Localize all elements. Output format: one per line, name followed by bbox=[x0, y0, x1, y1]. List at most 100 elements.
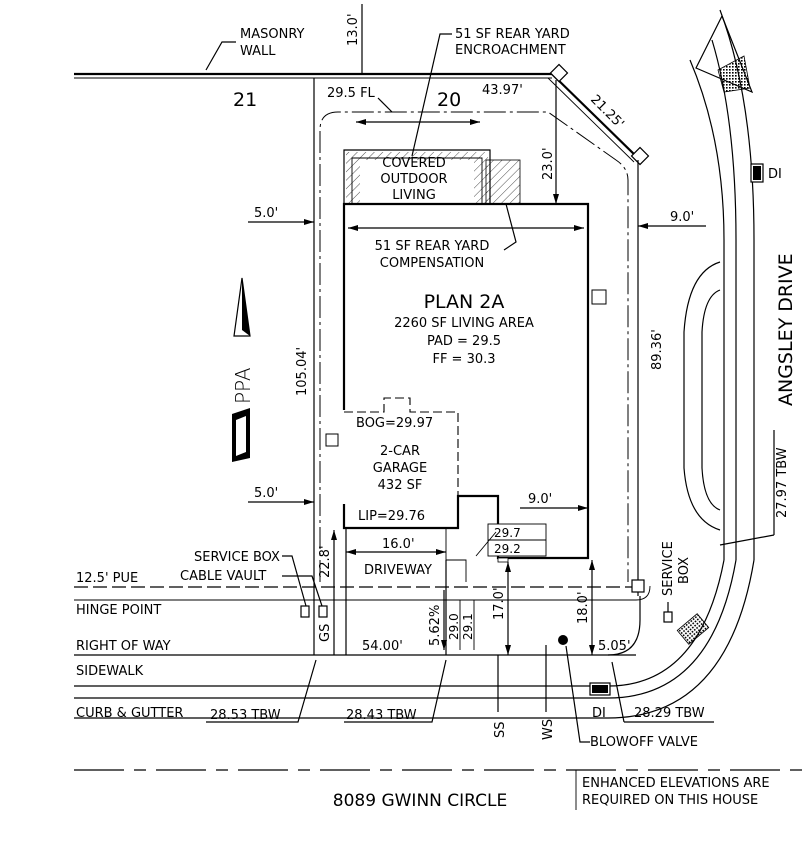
encroachment-callout: 29.5 FL 51 SF REAR YARD ENCROACHMENT bbox=[327, 27, 570, 157]
note-line-2: REQUIRED ON THIS HOUSE bbox=[582, 793, 758, 808]
north-arrow-logo: PPA bbox=[231, 277, 255, 462]
masonry-wall-callout: MASONRY WALL bbox=[205, 27, 305, 71]
spot-elev-29-0: 29.0 bbox=[447, 613, 461, 640]
dim-17-0-label: 17.0' bbox=[492, 587, 507, 620]
dim-21-25: 21.25' bbox=[587, 92, 626, 131]
dim-5-0-top: 5.0' bbox=[248, 206, 314, 225]
dim-23-0-label: 23.0' bbox=[541, 147, 556, 180]
dim-9-0-top: 9.0' bbox=[638, 210, 706, 229]
north-logo-text: PPA bbox=[231, 367, 255, 404]
dim-105-04-label: 105.04' bbox=[295, 347, 310, 396]
service-box-right: SERVICE BOX bbox=[631, 541, 692, 623]
plan-area: 2260 SF LIVING AREA bbox=[394, 316, 534, 331]
di-top-label: DI bbox=[768, 167, 782, 182]
compensation-callout: 51 SF REAR YARD COMPENSATION bbox=[348, 203, 584, 271]
blowoff-label: BLOWOFF VALVE bbox=[590, 735, 698, 750]
hinge-point-label: HINGE POINT bbox=[76, 603, 161, 618]
masonry-wall bbox=[74, 63, 650, 166]
hinge-point-line: HINGE POINT bbox=[74, 585, 651, 618]
dim-17-0: 17.0' bbox=[492, 562, 511, 655]
street-edge-lines: SIDEWALK CURB & GUTTER bbox=[74, 664, 608, 721]
di-bottom-label: DI bbox=[592, 706, 606, 721]
covered-label-2: OUTDOOR bbox=[380, 172, 447, 187]
dim-29-5-fl: 29.5 FL bbox=[327, 86, 376, 101]
street-corner-curves bbox=[607, 9, 775, 719]
dim-5-05: 5.05' bbox=[598, 639, 631, 654]
garage-line-3: 432 SF bbox=[378, 478, 423, 493]
garage-line-1: 2-CAR bbox=[380, 444, 420, 459]
service-box-cable-vault: SERVICE BOX CABLE VAULT bbox=[180, 550, 328, 618]
curb-gutter-label: CURB & GUTTER bbox=[76, 706, 183, 721]
gs-label: GS bbox=[318, 624, 333, 642]
dim-5-62: 5.62% bbox=[428, 605, 443, 646]
blowoff-valve: BLOWOFF VALVE bbox=[558, 635, 698, 750]
spot-elev-29-1: 29.1 bbox=[461, 613, 475, 640]
tbw-2797-label: 27.97 TBW bbox=[775, 447, 790, 518]
garage-line-2: GARAGE bbox=[373, 461, 427, 476]
driveway-slope: 5.62% 29.0 29.1 bbox=[428, 590, 475, 650]
dim-13-0-label: 13.0' bbox=[346, 13, 361, 46]
drain-inlet-top: DI bbox=[750, 163, 782, 183]
spot-elev-29-2: 29.2 bbox=[494, 542, 521, 556]
ss-label: SS bbox=[493, 721, 508, 738]
porch-detail: 29.7 29.2 bbox=[445, 523, 547, 582]
dim-54-00-label: 54.00' bbox=[362, 639, 403, 654]
address-label: 8089 GWINN CIRCLE bbox=[333, 791, 507, 811]
garage: BOG=29.97 2-CAR GARAGE 432 SF LIP=29.76 bbox=[325, 397, 459, 524]
right-of-way-label: RIGHT OF WAY bbox=[76, 639, 171, 654]
dim-22-8: 22.8' bbox=[318, 530, 337, 655]
pue-label: 12.5' PUE bbox=[76, 571, 138, 586]
compensation-label-2: COMPENSATION bbox=[380, 256, 484, 271]
tbw-labels: 28.53 TBW 28.43 TBW 28.29 TBW bbox=[206, 659, 714, 723]
lot-lines bbox=[313, 78, 639, 655]
elevation-note: ENHANCED ELEVATIONS ARE REQUIRED ON THIS… bbox=[575, 770, 770, 810]
corner-triangle bbox=[695, 14, 754, 94]
dim-9-0-top-label: 9.0' bbox=[670, 210, 694, 225]
garage-lip: LIP=29.76 bbox=[358, 509, 425, 524]
garage-bog: BOG=29.97 bbox=[356, 416, 433, 431]
dim-18-0-label: 18.0' bbox=[576, 591, 591, 624]
setback-envelope bbox=[319, 111, 629, 582]
tbw-2853-label: 28.53 TBW bbox=[210, 708, 281, 723]
service-box-right-label-2: BOX bbox=[677, 557, 692, 584]
driveway: 16.0' DRIVEWAY bbox=[345, 528, 447, 655]
tbw-2829-label: 28.29 TBW bbox=[634, 706, 705, 721]
dim-5-0-bottom-label: 5.0' bbox=[254, 486, 278, 501]
ws-label: WS bbox=[541, 719, 556, 740]
service-box-label: SERVICE BOX bbox=[194, 550, 280, 565]
street-island bbox=[683, 261, 721, 531]
dim-22-8-label: 22.8' bbox=[318, 545, 333, 578]
plan-ff: FF = 30.3 bbox=[432, 352, 495, 367]
service-box-right-label-1: SERVICE bbox=[661, 541, 676, 596]
masonry-wall-label-2: WALL bbox=[240, 44, 276, 59]
dim-89-36-label: 89.36' bbox=[650, 329, 665, 370]
lot-number-20: 20 bbox=[437, 89, 461, 111]
tbw-2797: 27.97 TBW bbox=[773, 430, 790, 535]
dim-23-0: 23.0' bbox=[541, 80, 559, 204]
plan-name: PLAN 2A bbox=[424, 291, 505, 313]
note-line-1: ENHANCED ELEVATIONS ARE bbox=[582, 776, 770, 791]
encroachment-label-2: ENCROACHMENT bbox=[455, 43, 566, 58]
spot-elev-29-7: 29.7 bbox=[494, 526, 521, 540]
utility-lines: SS WS bbox=[493, 645, 556, 740]
drain-inlet-bottom: DI bbox=[589, 682, 611, 721]
covered-label-1: COVERED bbox=[382, 156, 445, 171]
pue-line: 12.5' PUE bbox=[74, 571, 638, 588]
plan-pad: PAD = 29.5 bbox=[427, 334, 501, 349]
masonry-wall-label-1: MASONRY bbox=[240, 27, 305, 42]
plan-info: PLAN 2A 2260 SF LIVING AREA PAD = 29.5 F… bbox=[394, 291, 534, 367]
tbw-2843-label: 28.43 TBW bbox=[346, 708, 417, 723]
covered-outdoor-living: COVERED OUTDOOR LIVING bbox=[343, 149, 521, 205]
dim-43-97: 43.97' bbox=[482, 83, 523, 98]
street-name-right: ANGSLEY DRIVE bbox=[775, 253, 797, 406]
cable-vault-label: CABLE VAULT bbox=[180, 569, 266, 584]
dim-5-0-top-label: 5.0' bbox=[254, 206, 278, 221]
dim-54-00: 54.00' bbox=[362, 639, 403, 654]
driveway-label: DRIVEWAY bbox=[364, 563, 432, 578]
encroachment-label-1: 51 SF REAR YARD bbox=[455, 27, 570, 42]
dim-18-0: 18.0' bbox=[576, 560, 595, 655]
dim-9-0-bottom: 9.0' bbox=[520, 492, 588, 511]
right-of-way-line: RIGHT OF WAY bbox=[74, 639, 636, 656]
